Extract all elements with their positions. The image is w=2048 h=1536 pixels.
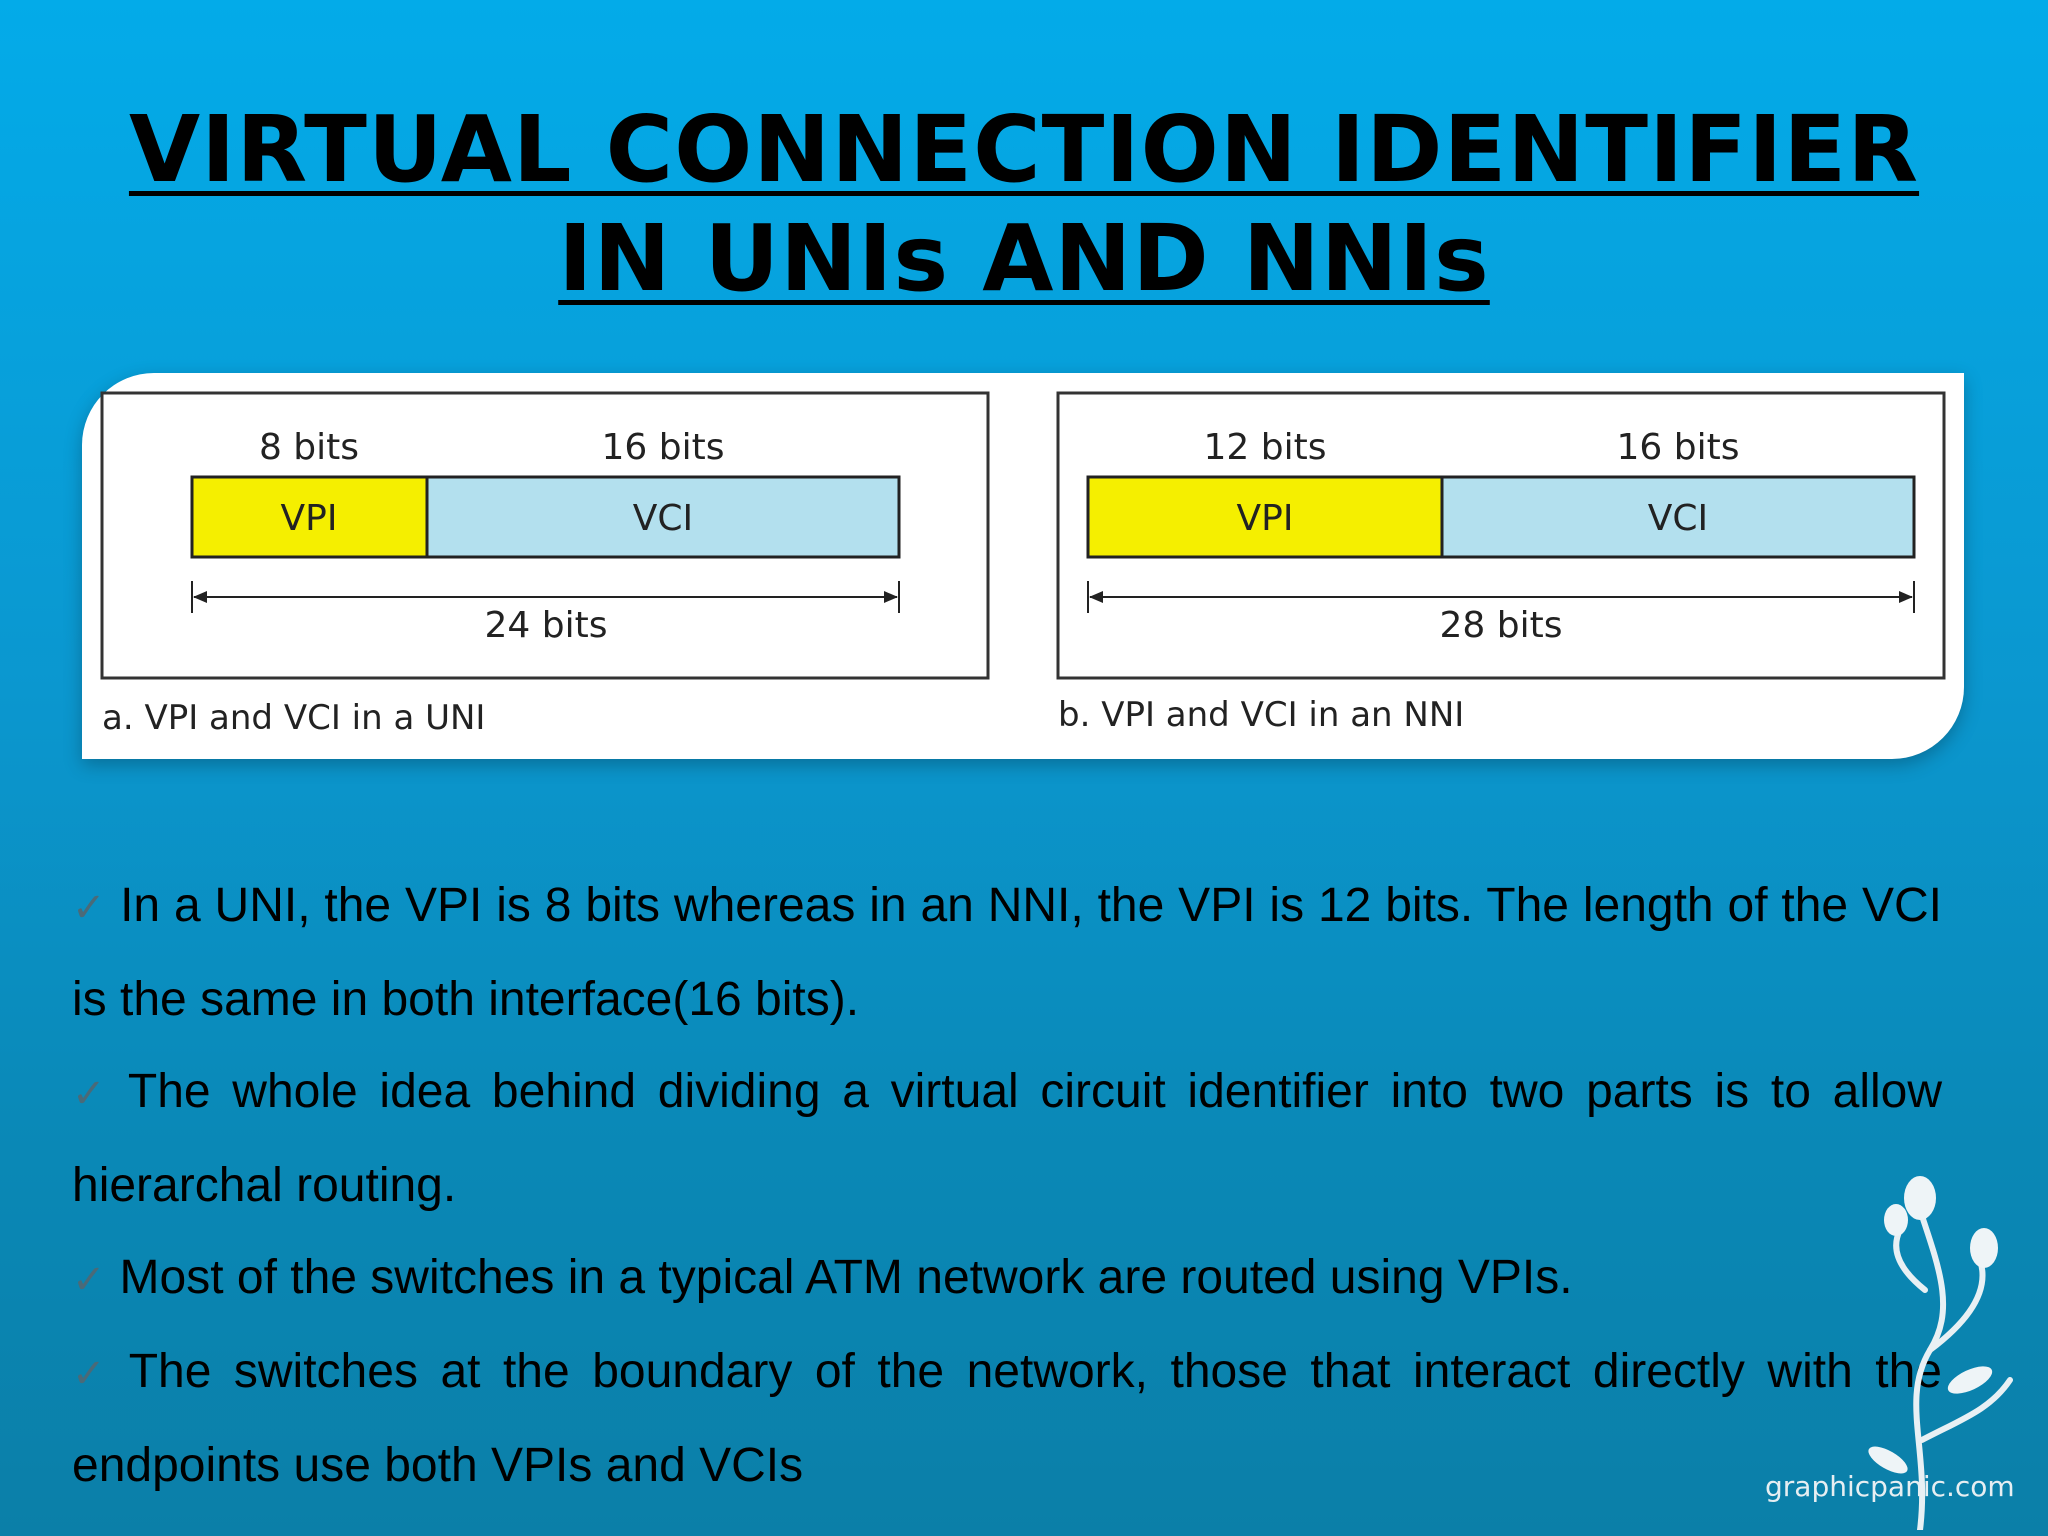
nni-vpi-bits: 12 bits [1204, 427, 1327, 468]
bullet-text: In a UNI, the VPI is 8 bits whereas in a… [72, 879, 1943, 1026]
nni-vci-field [1440, 475, 1916, 559]
uni-vpi-bits: 8 bits [259, 427, 359, 468]
bullet-item: ✓In a UNI, the VPI is 8 bits whereas in … [72, 860, 1942, 1046]
checkmark-icon: ✓ [72, 1258, 106, 1302]
uni-vpi-field [190, 475, 429, 559]
bullet-item: ✓The whole idea behind dividing a virtua… [72, 1046, 1942, 1232]
uni-total-bits: 24 bits [485, 605, 608, 646]
bullet-text: Most of the switches in a typical ATM ne… [119, 1251, 1573, 1304]
diagram-panel: 8 bits 16 bits VPI VCI 24 bits a. VPI an… [82, 373, 1964, 759]
bullet-list: ✓In a UNI, the VPI is 8 bits whereas in … [72, 860, 1942, 1512]
bullet-text: The whole idea behind dividing a virtual… [72, 1065, 1943, 1212]
uni-caption: a. VPI and VCI in a UNI [102, 698, 485, 738]
nni-diagram: 12 bits 16 bits VPI VCI 28 bits b. VPI a… [1056, 391, 1946, 735]
bullet-text: The switches at the boundary of the netw… [72, 1345, 1943, 1492]
nni-caption: b. VPI and VCI in an NNI [1058, 695, 1464, 735]
nni-vpi-field [1086, 475, 1444, 559]
watermark: graphicpanic.com [1765, 1470, 2015, 1503]
nni-vci-label: VCI [1648, 498, 1708, 539]
nni-total-bits: 28 bits [1440, 605, 1563, 646]
slide-title-line1: VIRTUAL CONNECTION IDENTIFIER [128, 96, 1920, 203]
flower-decoration-icon [1868, 1176, 2013, 1530]
uni-vci-bits: 16 bits [602, 427, 725, 468]
bullet-item: ✓The switches at the boundary of the net… [72, 1326, 1942, 1512]
checkmark-icon: ✓ [72, 1072, 114, 1116]
checkmark-icon: ✓ [72, 886, 107, 930]
slide-title-line2: IN UNIs AND NNIs [558, 205, 1490, 312]
uni-vci-label: VCI [633, 498, 693, 539]
uni-vpi-label: VPI [281, 498, 338, 539]
checkmark-icon: ✓ [72, 1352, 115, 1396]
bullet-item: ✓ Most of the switches in a typical ATM n… [72, 1232, 1942, 1326]
vpi-vci-diagram: 8 bits 16 bits VPI VCI 24 bits a. VPI an… [100, 391, 1946, 738]
uni-vci-field [425, 475, 901, 559]
nni-vci-bits: 16 bits [1617, 427, 1740, 468]
uni-diagram: 8 bits 16 bits VPI VCI 24 bits a. VPI an… [100, 391, 990, 738]
nni-vpi-label: VPI [1237, 498, 1294, 539]
